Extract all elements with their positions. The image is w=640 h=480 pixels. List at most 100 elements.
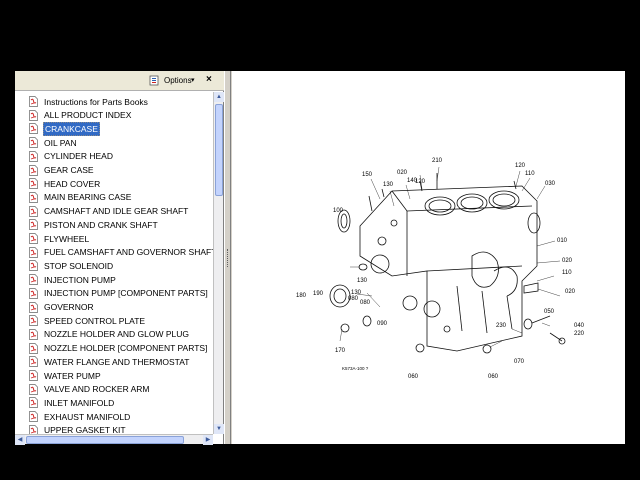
- pdf-bookmark-icon: [29, 109, 38, 121]
- scroll-up-arrow-icon[interactable]: ▲: [214, 92, 224, 102]
- bookmark-label: CRANKCASE: [43, 121, 100, 136]
- part-callout-label: 130: [351, 290, 362, 296]
- bookmark-item[interactable]: SPEED CONTROL PLATE: [28, 314, 146, 327]
- bookmark-label: NOZZLE HOLDER AND GLOW PLUG: [44, 329, 189, 340]
- part-callout-label: 020: [565, 289, 576, 295]
- pdf-bookmark-icon: [29, 137, 38, 148]
- pdf-bookmark-icon: [29, 205, 38, 217]
- pdf-bookmark-icon: [29, 233, 38, 244]
- part-callout-label: 230: [496, 323, 507, 329]
- pdf-bookmark-icon: [29, 246, 38, 258]
- pdf-viewer-window: Options ▾ × Instructions for Parts Books…: [15, 71, 625, 445]
- bookmark-label: WATER PUMP: [44, 370, 101, 381]
- bookmark-label: CAMSHAFT AND IDLE GEAR SHAFT: [44, 206, 189, 217]
- bookmark-item[interactable]: ALL PRODUCT INDEX: [28, 109, 132, 122]
- part-callout-label: 050: [544, 309, 555, 315]
- bookmark-item[interactable]: NOZZLE HOLDER AND GLOW PLUG: [28, 328, 190, 341]
- part-callout-label: 130: [357, 278, 368, 284]
- part-callout-label: 210: [432, 158, 443, 164]
- part-callout-label: 020: [397, 170, 408, 176]
- pdf-bookmark-icon: [29, 397, 38, 409]
- bookmark-item[interactable]: GOVERNOR: [28, 301, 95, 314]
- bookmark-label: STOP SOLENOID: [44, 260, 114, 271]
- part-callout-label: 120: [515, 163, 526, 169]
- bookmark-item[interactable]: WATER PUMP: [28, 369, 102, 382]
- pdf-bookmark-icon: [29, 383, 38, 395]
- bookmark-item[interactable]: WATER FLANGE AND THERMOSTAT: [28, 355, 190, 368]
- bookmark-label: EXHAUST MANIFOLD: [44, 411, 131, 422]
- bookmarks-panel: Options ▾ × Instructions for Parts Books…: [15, 71, 224, 445]
- part-callout-label: 040: [574, 323, 585, 329]
- bookmark-label: INLET MANIFOLD: [44, 397, 115, 408]
- bookmark-item[interactable]: PISTON AND CRANK SHAFT: [28, 218, 159, 231]
- pdf-bookmark-icon: [29, 411, 38, 422]
- part-callout-label: 180: [296, 293, 307, 299]
- bookmark-label: FUEL CAMSHAFT AND GOVERNOR SHAFT: [44, 247, 213, 258]
- bookmark-label: HEAD COVER: [44, 178, 101, 189]
- bookmark-label: INJECTION PUMP [COMPONENT PARTS]: [44, 288, 208, 299]
- vertical-scrollbar[interactable]: ▲ ▼: [213, 92, 224, 434]
- close-icon[interactable]: ×: [206, 74, 212, 85]
- bookmark-item[interactable]: GEAR CASE: [28, 164, 95, 177]
- options-menu-button[interactable]: Options: [164, 76, 192, 85]
- crankcase-exploded-diagram: 2101201501300201401201100301000100201901…: [296, 158, 585, 380]
- options-icon[interactable]: [149, 75, 160, 86]
- part-callout-label: 060: [488, 374, 499, 380]
- bookmark-item[interactable]: NOZZLE HOLDER [COMPONENT PARTS]: [28, 342, 208, 355]
- bookmark-item[interactable]: VALVE AND ROCKER ARM: [28, 383, 151, 396]
- bookmark-label: ALL PRODUCT INDEX: [44, 110, 132, 121]
- pdf-bookmark-icon: [29, 219, 38, 231]
- pdf-bookmark-icon: [29, 96, 38, 107]
- part-callout-label: 080: [348, 296, 359, 302]
- pdf-bookmark-icon: [29, 342, 38, 354]
- splitter-grip[interactable]: [227, 249, 229, 267]
- part-callout-label: 020: [562, 258, 573, 264]
- bookmark-item[interactable]: INLET MANIFOLD: [28, 396, 115, 409]
- scroll-right-arrow-icon[interactable]: ▶: [203, 435, 213, 445]
- pdf-bookmark-icon: [29, 424, 38, 434]
- bookmark-item[interactable]: FLYWHEEL: [28, 232, 90, 245]
- part-callout-label: 080: [360, 300, 371, 306]
- bookmark-item[interactable]: EXHAUST MANIFOLD: [28, 410, 131, 423]
- horizontal-scroll-thumb[interactable]: [26, 436, 184, 444]
- bookmark-label: FLYWHEEL: [44, 233, 90, 244]
- bookmark-label: INJECTION PUMP: [44, 274, 116, 285]
- pdf-bookmark-icon: [29, 301, 38, 313]
- bookmark-label: GEAR CASE: [44, 165, 94, 175]
- bookmark-item[interactable]: CAMSHAFT AND IDLE GEAR SHAFT: [28, 205, 189, 218]
- bookmark-item[interactable]: Instructions for Parts Books: [28, 95, 149, 108]
- pdf-bookmark-icon: [29, 178, 38, 190]
- part-callout-label: 130: [383, 182, 394, 188]
- bookmark-item[interactable]: INJECTION PUMP: [28, 273, 117, 286]
- bookmark-item[interactable]: HEAD COVER: [28, 177, 101, 190]
- bookmarks-toolbar: Options ▾ ×: [15, 71, 224, 91]
- part-callout-label: 110: [562, 270, 572, 276]
- part-callout-label: 010: [557, 238, 568, 244]
- part-callout-label: 140: [407, 178, 418, 184]
- bookmark-item[interactable]: CYLINDER HEAD: [28, 150, 114, 163]
- bookmark-item[interactable]: FUEL CAMSHAFT AND GOVERNOR SHAFT: [28, 246, 213, 259]
- vertical-scroll-thumb[interactable]: [215, 104, 223, 196]
- bookmark-item[interactable]: STOP SOLENOID: [28, 259, 114, 272]
- bookmark-label: VALVE AND ROCKER ARM: [44, 384, 150, 395]
- part-callout-label: 100: [333, 208, 344, 214]
- chevron-down-icon[interactable]: ▾: [191, 77, 195, 84]
- scroll-left-arrow-icon[interactable]: ◀: [15, 435, 25, 445]
- part-callout-label: 220: [574, 331, 585, 337]
- bookmark-label: WATER FLANGE AND THERMOSTAT: [44, 356, 190, 367]
- bookmark-label: MAIN BEARING CASE: [44, 192, 132, 203]
- panel-splitter[interactable]: [224, 71, 231, 444]
- bookmark-item[interactable]: CRANKCASE: [28, 121, 100, 136]
- scroll-down-arrow-icon[interactable]: ▼: [214, 424, 224, 434]
- bookmark-item[interactable]: OIL PAN: [28, 136, 78, 149]
- bookmark-item[interactable]: INJECTION PUMP [COMPONENT PARTS]: [28, 287, 209, 300]
- bookmark-item[interactable]: MAIN BEARING CASE: [28, 191, 132, 204]
- bookmark-label: OIL PAN: [44, 137, 77, 148]
- bookmark-label: UPPER GASKET KIT: [44, 425, 126, 434]
- bookmark-item[interactable]: UPPER GASKET KIT: [28, 424, 127, 434]
- horizontal-scrollbar[interactable]: ◀ ▶: [15, 434, 213, 445]
- part-callout-label: 110: [525, 171, 535, 177]
- bookmark-label: CYLINDER HEAD: [44, 151, 113, 162]
